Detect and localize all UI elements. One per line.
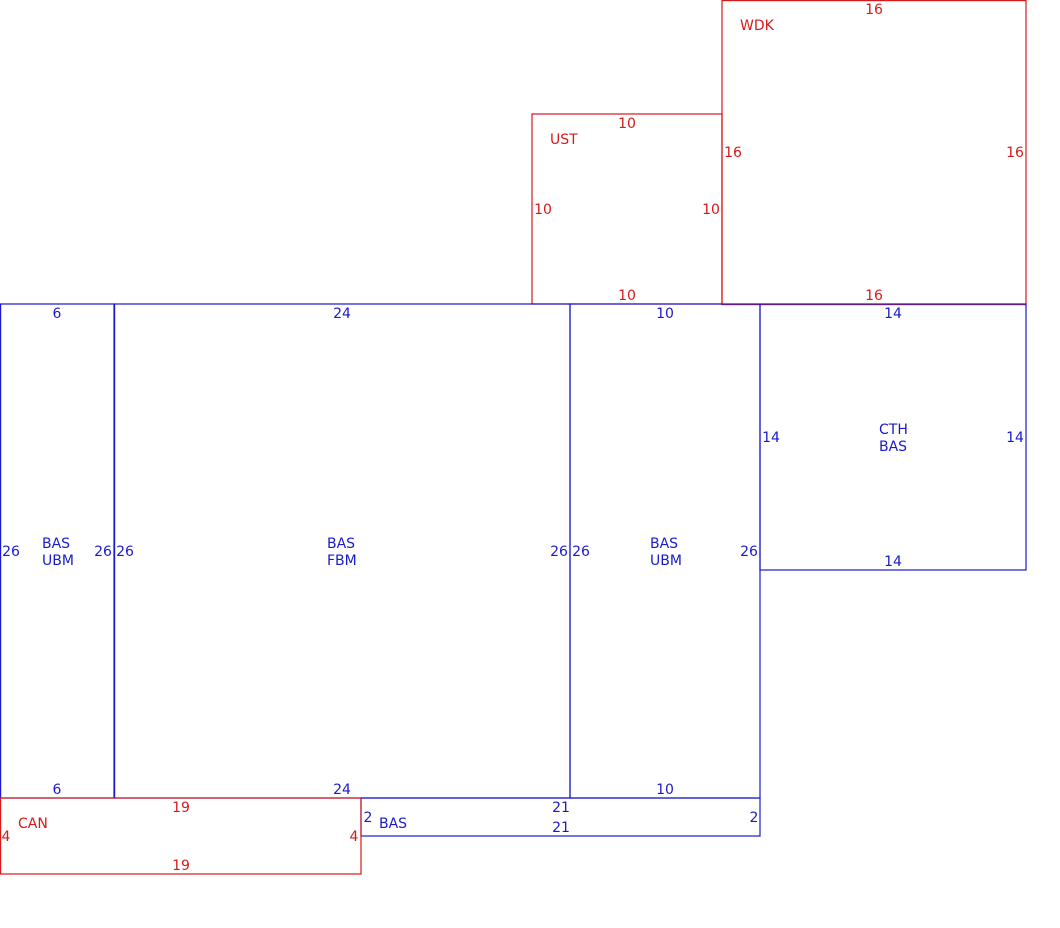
area-cth-bas-code2: BAS bbox=[879, 439, 907, 455]
area-cth-bas-code1: CTH bbox=[879, 422, 908, 438]
area-wdk-dim-bottom: 16 bbox=[865, 288, 883, 304]
area-ust-dim-top: 10 bbox=[618, 116, 636, 132]
area-bas-ubm-left-dim-bottom: 6 bbox=[53, 782, 62, 798]
area-bas-fbm-code1: BAS bbox=[327, 536, 355, 552]
area-ust-dim-left: 10 bbox=[534, 202, 552, 218]
area-bas-fbm-code2: FBM bbox=[327, 553, 357, 569]
area-wdk: WDK 16 16 16 16 bbox=[721, 0, 1027, 306]
area-cth-bas-dim-bottom: 14 bbox=[884, 554, 902, 570]
area-can-dim-bottom: 19 bbox=[172, 858, 190, 874]
area-cth-bas-dim-top: 14 bbox=[884, 306, 902, 322]
area-cth-bas: CTH BAS 14 14 14 14 bbox=[759, 303, 1027, 571]
area-wdk-dim-top: 16 bbox=[865, 2, 883, 18]
area-bas-ubm-right-dim-left: 26 bbox=[572, 544, 590, 560]
area-can-code: CAN bbox=[18, 816, 48, 832]
area-ust-code: UST bbox=[550, 132, 578, 148]
area-bas-ubm-right: BAS UBM 10 10 26 26 bbox=[569, 303, 761, 799]
area-bas-fbm-dim-top: 24 bbox=[333, 306, 351, 322]
area-bas-strip-dim-right: 2 bbox=[750, 810, 759, 826]
area-bas-ubm-left-dim-top: 6 bbox=[53, 306, 62, 322]
area-bas-fbm-dim-left: 26 bbox=[116, 544, 134, 560]
area-bas-ubm-right-dim-bottom: 10 bbox=[656, 782, 674, 798]
area-bas-strip-dim-left: 2 bbox=[364, 810, 373, 826]
area-bas-ubm-right-code1: BAS bbox=[650, 536, 678, 552]
area-bas-fbm: BAS FBM 24 24 26 26 bbox=[113, 303, 571, 799]
area-wdk-code: WDK bbox=[740, 18, 775, 34]
area-bas-fbm-dim-right: 26 bbox=[550, 544, 568, 560]
area-can-dim-top: 19 bbox=[172, 800, 190, 816]
area-can-dim-left: 4 bbox=[2, 829, 11, 845]
area-bas-strip-dim-bottom: 21 bbox=[552, 820, 570, 836]
area-wdk-dim-left: 16 bbox=[724, 145, 742, 161]
area-bas-ubm-right-code2: UBM bbox=[650, 553, 682, 569]
area-wdk-dim-right: 16 bbox=[1006, 145, 1024, 161]
area-bas-strip-code: BAS bbox=[379, 816, 407, 832]
area-bas-strip-dim-top: 21 bbox=[552, 800, 570, 816]
area-bas-ubm-left-dim-right: 26 bbox=[94, 544, 112, 560]
area-cth-bas-dim-left: 14 bbox=[762, 430, 780, 446]
area-bas-strip: BAS 21 21 2 2 bbox=[360, 797, 761, 837]
area-bas-ubm-right-dim-top: 10 bbox=[656, 306, 674, 322]
area-bas-ubm-right-dim-right: 26 bbox=[740, 544, 758, 560]
area-can: CAN 19 19 4 4 bbox=[0, 797, 362, 875]
area-bas-ubm-left-code2: UBM bbox=[42, 553, 74, 569]
area-bas-ubm-left-code1: BAS bbox=[42, 536, 70, 552]
area-ust-dim-right: 10 bbox=[702, 202, 720, 218]
area-bas-ubm-left-dim-left: 26 bbox=[2, 544, 20, 560]
area-can-dim-right: 4 bbox=[350, 829, 359, 845]
area-bas-ubm-left: BAS UBM 6 6 26 26 bbox=[0, 303, 116, 799]
area-bas-fbm-dim-bottom: 24 bbox=[333, 782, 351, 798]
area-ust-dim-bottom: 10 bbox=[618, 288, 636, 304]
area-cth-bas-dim-right: 14 bbox=[1006, 430, 1024, 446]
area-ust: UST 10 10 10 10 bbox=[531, 113, 723, 305]
